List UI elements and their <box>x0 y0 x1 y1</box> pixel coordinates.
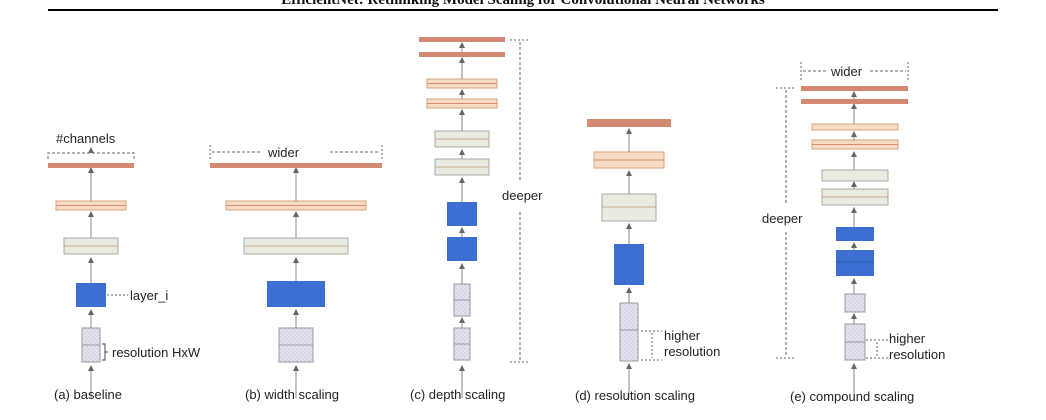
layer-bar-dark <box>419 37 505 42</box>
channels-bracket <box>47 152 135 159</box>
resolution-label: resolution <box>889 347 945 362</box>
paper-title: EfficientNet: Rethinking Model Scaling f… <box>281 0 765 8</box>
panel-d-resolution-scaling: higher resolution (d) resolution scaling <box>575 119 720 403</box>
layer-bar-light <box>811 123 899 131</box>
panel-c-depth-scaling: deeper (c) depth scaling <box>410 37 543 402</box>
conv-layer-block <box>614 244 644 285</box>
higher-label: higher <box>664 328 701 343</box>
layer-bar-dark <box>419 52 505 57</box>
caption-e: (e) compound scaling <box>790 389 914 404</box>
layer-bar-dark <box>48 163 134 168</box>
header-rule <box>48 9 998 11</box>
deeper-label: deeper <box>762 211 803 226</box>
input-block <box>844 293 866 313</box>
wider-label: wider <box>830 64 863 79</box>
caption-d: (d) resolution scaling <box>575 388 695 403</box>
panel-a-baseline: #channels layer_i resolution HxW (a) bas… <box>47 131 201 402</box>
caption-a: (a) baseline <box>54 387 122 402</box>
input-block-tall <box>619 302 639 362</box>
layer-bar-dark <box>801 86 908 91</box>
panel-b-width-scaling: wider (b) width scaling <box>209 145 383 402</box>
layer-label: layer_i <box>130 288 168 303</box>
layer-box <box>821 169 889 182</box>
layer-bar-dark <box>210 163 382 168</box>
conv-layer-block <box>447 237 477 261</box>
conv-layer-block <box>836 227 874 241</box>
channels-label: #channels <box>56 131 116 146</box>
wider-label: wider <box>267 145 300 160</box>
higher-label: higher <box>889 331 926 346</box>
layer-bar-dark <box>801 99 908 104</box>
resolution-label: resolution <box>664 344 720 359</box>
deeper-label: deeper <box>502 188 543 203</box>
resolution-label: resolution HxW <box>112 345 201 360</box>
caption-b: (b) width scaling <box>245 387 339 402</box>
panel-e-compound-scaling: wider deeper higher resolution (e) compo… <box>762 62 945 404</box>
conv-layer-block <box>76 283 106 307</box>
layer-bar-dark <box>587 119 671 127</box>
resolution-brace <box>102 343 108 361</box>
conv-layer-block <box>267 281 325 307</box>
caption-c: (c) depth scaling <box>410 387 505 402</box>
conv-layer-block <box>836 250 874 276</box>
conv-layer-block <box>447 202 477 226</box>
